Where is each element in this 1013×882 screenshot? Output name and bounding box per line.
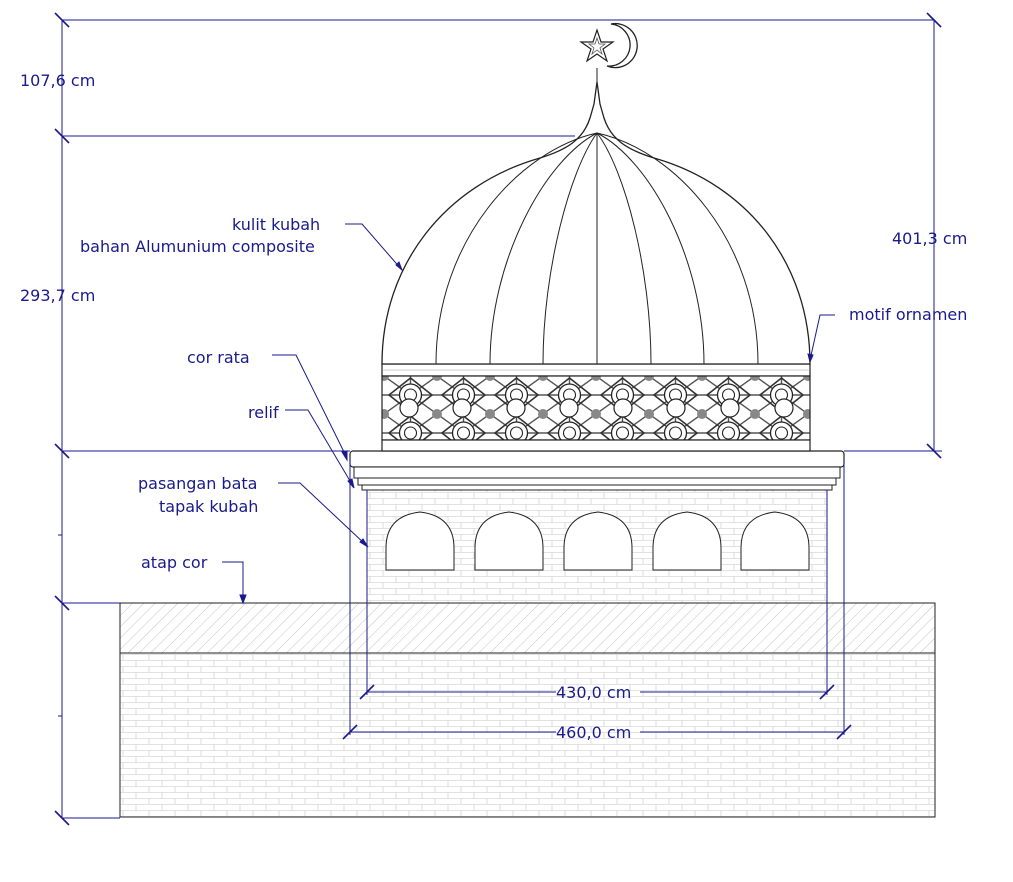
dimension-total-height: 401,3 cm (892, 229, 967, 248)
arched-window (652, 511, 722, 571)
arched-window (474, 511, 544, 571)
dome-drum (366, 489, 828, 604)
label-brick-line1: pasangan bata (138, 474, 257, 493)
arched-window (385, 511, 455, 571)
roof-structure (119, 602, 936, 818)
label-relief: relif (248, 403, 279, 422)
label-roof-cast: atap cor (141, 553, 208, 572)
dimension-lines (54, 12, 942, 826)
dome-shell (381, 81, 811, 365)
label-flat-cast: cor rata (187, 348, 250, 367)
label-ornament-motif: motif ornamen (849, 305, 967, 324)
annotation-leaders (222, 223, 835, 605)
ornament-band (381, 363, 811, 452)
label-brick-line2: tapak kubah (159, 497, 258, 516)
arched-window (563, 511, 633, 571)
finial-crescent-star-icon (579, 22, 638, 84)
dimension-inner-width: 430,0 cm (556, 683, 631, 702)
dimension-outer-width: 460,0 cm (556, 723, 631, 742)
dimension-top-height: 107,6 cm (20, 71, 95, 90)
dome-ribs (435, 132, 759, 365)
dimension-dome-height: 293,7 cm (20, 286, 95, 305)
arched-windows (385, 511, 810, 571)
label-dome-skin-line1: kulit kubah (232, 215, 320, 234)
label-dome-skin-line2: bahan Alumunium composite (80, 237, 315, 256)
cornice (349, 450, 845, 491)
arched-window (740, 511, 810, 571)
